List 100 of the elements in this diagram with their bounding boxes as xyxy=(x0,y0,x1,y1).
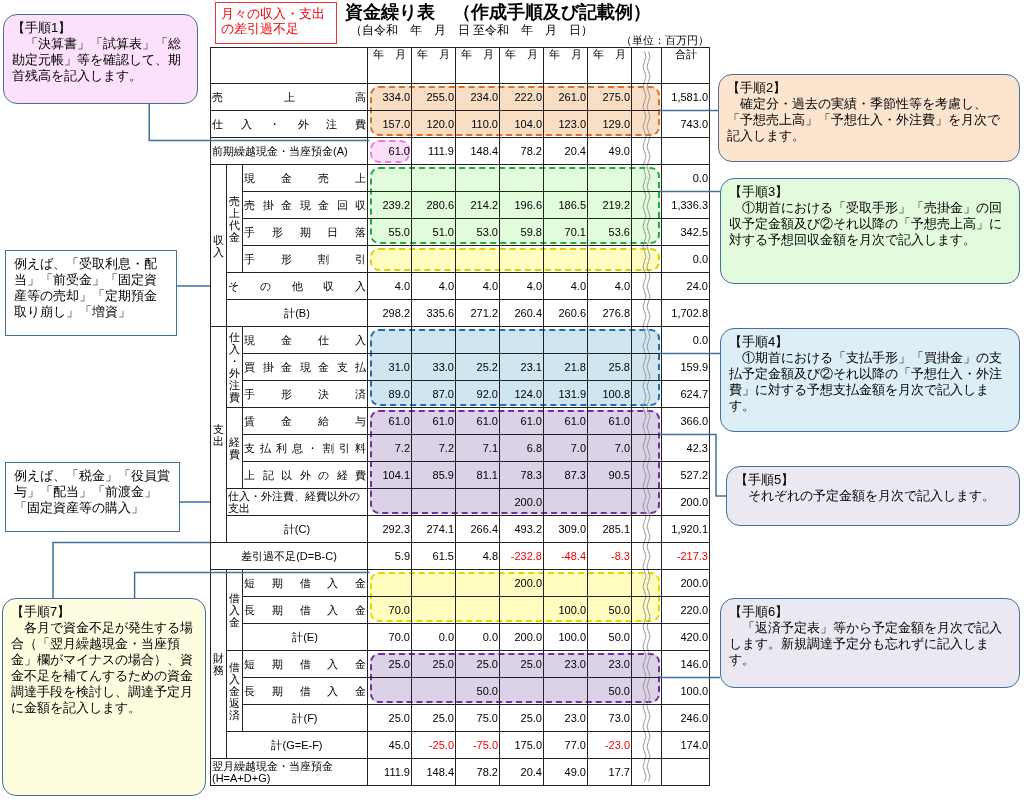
callout-box xyxy=(5,250,177,336)
column-heading: 年 月 xyxy=(455,47,500,84)
callout-heading: 【手順3】 xyxy=(729,184,790,200)
amount-value: 49.0 xyxy=(587,137,632,165)
row-heading: 仕入・外注費 xyxy=(210,110,368,138)
highlight-region xyxy=(369,652,660,703)
amount-value: 7.2 xyxy=(367,434,412,462)
callout-text: 例えば、「受取利息・配当」「前受金」「固定資産等の売却」「定期預金取り崩し」「増資」 xyxy=(14,256,158,320)
callout-box xyxy=(720,328,1020,432)
leader-line xyxy=(658,676,721,679)
amount-value: 104.1 xyxy=(367,461,412,489)
group-heading: 借入金 xyxy=(228,592,241,628)
amount-value: 90.5 xyxy=(587,461,632,489)
amount-value: 148.4 xyxy=(455,137,500,165)
amount-value: 111.9 xyxy=(411,137,456,165)
amount-value: 260.6 xyxy=(543,299,588,327)
amount-value: -25.0 xyxy=(411,731,456,759)
amount-value: 23.0 xyxy=(543,650,588,678)
amount-value: 33.0 xyxy=(411,353,456,381)
amount-value: 200.0 xyxy=(499,623,544,651)
row-heading: 手形期日落 xyxy=(242,218,368,246)
amount-value: 420.0 xyxy=(661,623,710,651)
amount-value: 335.6 xyxy=(411,299,456,327)
amount-value: 196.6 xyxy=(499,191,544,219)
amount-value: 624.7 xyxy=(661,380,710,408)
callout-box xyxy=(720,178,1020,284)
row-heading: 計(B) xyxy=(226,299,368,327)
period-text: （自令和 年 月 日 至令和 年 月 日） xyxy=(350,22,594,39)
amount-value: 25.8 xyxy=(587,353,632,381)
amount-value: 255.0 xyxy=(411,83,456,111)
callout-heading: 【手順2】 xyxy=(727,80,788,96)
amount-value: 25.0 xyxy=(411,650,456,678)
amount-value: 25.0 xyxy=(411,704,456,732)
amount-value: -75.0 xyxy=(455,731,500,759)
amount-value: 49.0 xyxy=(543,758,588,786)
amount-value: 285.1 xyxy=(587,515,632,543)
callout-text: それぞれの予定金額を月次で記入します。 xyxy=(747,488,996,504)
amount-value: 342.5 xyxy=(661,218,710,246)
amount-value: 174.0 xyxy=(661,731,710,759)
leader-line xyxy=(133,571,371,599)
callout-text: 例えば、「税金」「役員賞与」「配当」「前渡金」「固定資産等の購入」 xyxy=(14,468,171,516)
amount-value: 100.0 xyxy=(543,596,588,624)
amount-value: 239.2 xyxy=(367,191,412,219)
amount-value: 4.0 xyxy=(411,272,456,300)
amount-value: -48.4 xyxy=(543,542,588,570)
leader-line xyxy=(658,190,721,193)
amount-value: 111.9 xyxy=(367,758,412,786)
amount-value: 20.4 xyxy=(499,758,544,786)
amount-value: 81.1 xyxy=(455,461,500,489)
callout-text: 各月で資金不足が発生する場合（「翌月繰越現金・当座預金」欄がマイナスの場合）、資金不足を補てんするための資金調達手段を検討し、調達予定月に金額を記入します。 xyxy=(11,620,194,716)
amount-value: 334.0 xyxy=(367,83,412,111)
amount-value: 73.0 xyxy=(587,704,632,732)
amount-value: 234.0 xyxy=(455,83,500,111)
amount-value: 85.9 xyxy=(411,461,456,489)
row-heading: 買掛金現金支払 xyxy=(242,353,368,381)
callout-text: 確定分・過去の実績・季節性等を考慮し、「予想売上高」「予想仕入・外注費」を月次で記入します。 xyxy=(727,96,1001,144)
highlight-region xyxy=(369,247,660,271)
group-heading: 経費 xyxy=(228,436,241,460)
amount-value: 25.0 xyxy=(499,650,544,678)
row-heading: 短期借入金 xyxy=(242,569,368,597)
row-heading: 仕入・外注費、経費以外の支出 xyxy=(226,488,368,516)
amount-value: 78.3 xyxy=(499,461,544,489)
amount-value: 53.6 xyxy=(587,218,632,246)
highlight-region xyxy=(369,409,660,514)
amount-value: 275.0 xyxy=(587,83,632,111)
amount-value: 70.1 xyxy=(543,218,588,246)
note-text: 月々の収入・支出の差引過不足 xyxy=(221,6,326,36)
leader-line xyxy=(52,541,211,599)
amount-value: 246.0 xyxy=(661,704,710,732)
amount-value: 743.0 xyxy=(661,110,710,138)
callout-box xyxy=(718,74,1020,162)
row-heading: 計(G=E-F) xyxy=(226,731,368,759)
amount-value: 25.0 xyxy=(499,704,544,732)
amount-value: 23.0 xyxy=(543,704,588,732)
amount-value: -232.8 xyxy=(499,542,544,570)
amount-value: 25.0 xyxy=(455,650,500,678)
amount-value: 1,336.3 xyxy=(661,191,710,219)
row-heading: 計(C) xyxy=(226,515,368,543)
amount-value: 148.4 xyxy=(411,758,456,786)
amount-value: 24.0 xyxy=(661,272,710,300)
amount-value: 274.1 xyxy=(411,515,456,543)
unit-note: （単位：百万円） xyxy=(620,33,709,48)
amount-value: 78.2 xyxy=(499,137,544,165)
amount-value: -8.3 xyxy=(587,542,632,570)
amount-value: 186.5 xyxy=(543,191,588,219)
amount-value: 7.1 xyxy=(455,434,500,462)
row-heading: 賃金給与 xyxy=(242,407,368,435)
row-heading: 売上高 xyxy=(210,83,368,111)
highlight-region xyxy=(369,328,660,406)
group-heading: 借入金返済 xyxy=(228,661,241,721)
row-heading: 売掛金現金回収 xyxy=(242,191,368,219)
amount-value: 78.2 xyxy=(455,758,500,786)
amount-value: 23.1 xyxy=(499,353,544,381)
amount-value: 175.0 xyxy=(499,731,544,759)
row-heading: 現金売上 xyxy=(242,164,368,192)
amount-value: 100.0 xyxy=(661,677,710,705)
amount-value: 89.0 xyxy=(367,380,412,408)
title: 資金繰り表 （作成手順及び記載例） xyxy=(345,1,651,24)
column-heading: 年 月 xyxy=(543,47,588,84)
amount-value: 50.0 xyxy=(587,623,632,651)
